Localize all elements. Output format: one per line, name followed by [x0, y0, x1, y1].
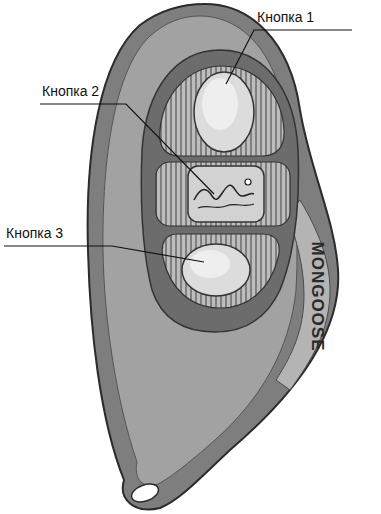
button-1 — [194, 72, 254, 152]
button-recess — [160, 66, 284, 156]
key-ring-hole — [129, 481, 161, 506]
button-surround — [141, 50, 298, 332]
button-2 — [188, 166, 264, 222]
part-label: Кнопка 2 — [42, 84, 99, 99]
button-recess — [156, 162, 290, 226]
button-2-symbol — [194, 185, 254, 200]
leader-line — [226, 30, 352, 84]
button-2-dot — [245, 179, 251, 185]
button-highlight — [202, 78, 238, 130]
part-label: Кнопка 3 — [6, 226, 63, 241]
button-highlight — [190, 250, 230, 278]
button-recess — [162, 234, 279, 308]
leader-line — [4, 246, 204, 262]
button-3 — [182, 244, 250, 296]
leader-line — [40, 104, 214, 194]
brand-name: MONGOOSE — [308, 241, 325, 351]
button-2-symbol — [198, 204, 254, 208]
fob-body — [88, 4, 339, 509]
part-label: Кнопка 1 — [257, 10, 314, 25]
